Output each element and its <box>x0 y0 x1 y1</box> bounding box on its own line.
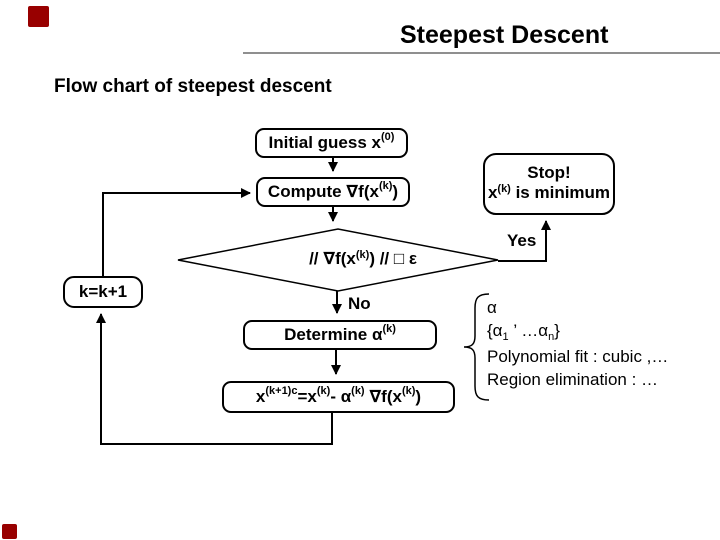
alpha-set-p3: } <box>554 321 560 340</box>
compute-label-end: ) <box>392 182 399 201</box>
stop-line1: Stop! <box>527 163 571 182</box>
determine-label: Determine α <box>284 325 383 344</box>
annotation-left-brace <box>463 293 490 401</box>
page-heading: Flow chart of steepest descent <box>54 76 332 97</box>
decision-condition-label: // ∇f(x(k)) // □ ε <box>253 249 473 269</box>
arrow-kbox-to-compute <box>102 188 251 276</box>
update-p1: x <box>255 387 266 406</box>
determine-alpha-box: Determine α(k) <box>243 320 437 350</box>
determine-superscript: (k) <box>382 323 396 335</box>
initial-guess-label: Initial guess x <box>268 133 381 152</box>
red-accent-square-bottom-left <box>2 524 17 539</box>
alpha-set-p1: {α <box>487 321 503 340</box>
update-p3: - α <box>330 387 352 406</box>
update-p2: =x <box>297 387 317 406</box>
stop-line2-post: is minimum <box>510 183 611 202</box>
stop-line2-superscript: (k) <box>497 183 511 195</box>
alpha-set-sub1: 1 <box>502 331 509 343</box>
alpha-set-p2: ’ …α <box>508 321 549 340</box>
alpha-annotation-block: α {α1 ’ …αn} Polynomial fit : cubic ,… R… <box>487 296 668 391</box>
update-x-box: x(k+1)c=x(k)- α(k) ∇f(x(k)) <box>222 381 455 413</box>
update-sup3: (k) <box>351 385 365 397</box>
red-accent-square-top-left <box>28 6 49 27</box>
stop-line2: x(k) is minimum <box>488 183 610 205</box>
decision-superscript: (k) <box>355 249 370 261</box>
annotation-line-polynomial: Polynomial fit : cubic ,… <box>487 347 669 366</box>
annotation-line-alpha-set: {α1 ’ …αn} <box>487 319 668 345</box>
update-sup1: (k+1)c <box>265 385 298 397</box>
alpha-set-sub2: n <box>548 331 555 343</box>
decision-text-1: // ∇f(x <box>309 249 356 268</box>
arrow-decision-to-stop <box>498 220 551 262</box>
update-p5: ) <box>415 387 422 406</box>
update-p4: ∇f(x <box>364 387 402 406</box>
stop-box: Stop! x(k) is minimum <box>483 153 615 215</box>
title-underline <box>243 52 720 54</box>
feedback-loop-to-kbox <box>96 313 333 445</box>
decision-text-2: ) // □ ε <box>369 249 417 268</box>
initial-guess-superscript: (0) <box>380 131 395 143</box>
k-increment-label: k=k+1 <box>78 282 128 301</box>
slide-title: Steepest Descent <box>400 21 609 49</box>
annotation-line-region: Region elimination : … <box>487 370 659 389</box>
compute-superscript: (k) <box>378 180 393 192</box>
update-sup2: (k) <box>316 385 331 397</box>
decision-diamond-shape <box>177 228 499 292</box>
update-sup4: (k) <box>401 385 416 397</box>
annotation-line-alpha: α <box>487 298 497 317</box>
stop-line2-pre: x <box>487 183 498 202</box>
initial-guess-box: Initial guess x(0) <box>255 128 408 158</box>
yes-branch-label: Yes <box>507 231 537 250</box>
compute-gradient-box: Compute ∇f(x(k)) <box>256 177 410 207</box>
k-increment-box: k=k+1 <box>63 276 143 308</box>
compute-label: Compute ∇f(x <box>267 182 379 201</box>
no-branch-label: No <box>348 294 371 313</box>
